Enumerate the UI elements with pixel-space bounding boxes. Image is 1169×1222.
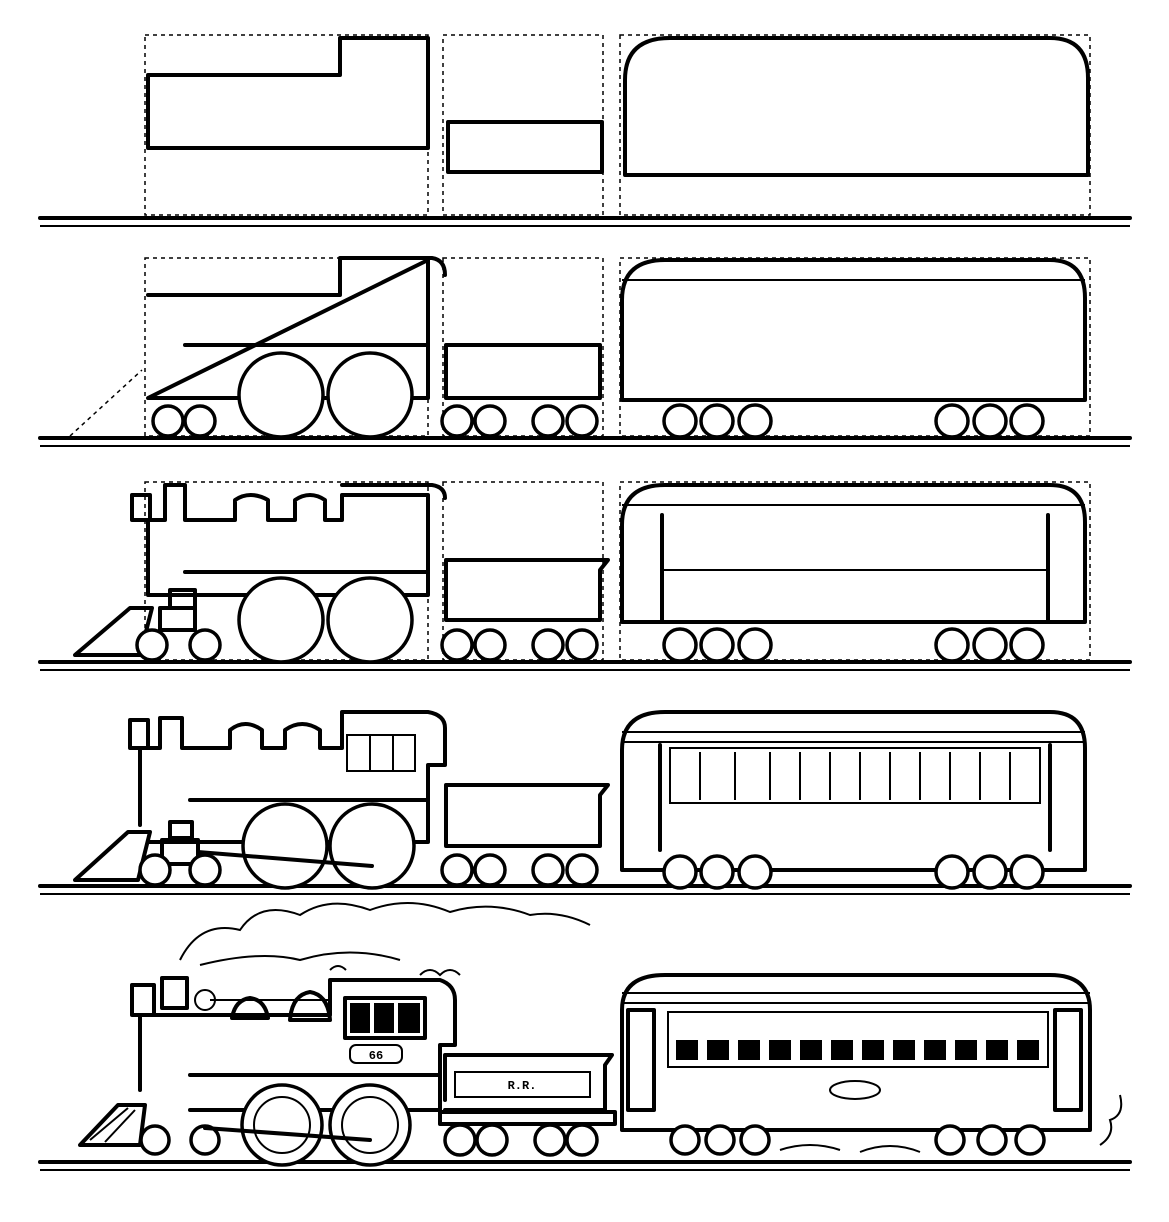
rail-stage-4 (38, 884, 1132, 895)
rail-stage-2 (38, 436, 1132, 447)
rail-stage-5 (38, 1160, 1132, 1171)
car-emblem (829, 1080, 881, 1100)
rail-stage-1 (38, 216, 1132, 227)
cab-number: 66 (369, 1049, 383, 1063)
tender-lettering: R.R. (508, 1079, 537, 1093)
rail-stage-3 (38, 660, 1132, 671)
cab-number-plate (349, 1044, 403, 1064)
stage-5: 66 R.R. (78, 902, 1123, 1167)
stage-3 (73, 481, 1091, 664)
rails (38, 216, 1132, 1171)
stage-4 (73, 710, 1087, 890)
headlamp (130, 983, 156, 1017)
car-block (623, 36, 1090, 177)
tender-block (446, 120, 604, 174)
smoke (179, 902, 591, 977)
car-windows (676, 1040, 1039, 1060)
smokestack (160, 976, 189, 1010)
stage-2 (69, 256, 1091, 439)
stage-1 (144, 34, 1091, 216)
dust (779, 1094, 1123, 1153)
engine-block (146, 36, 430, 150)
